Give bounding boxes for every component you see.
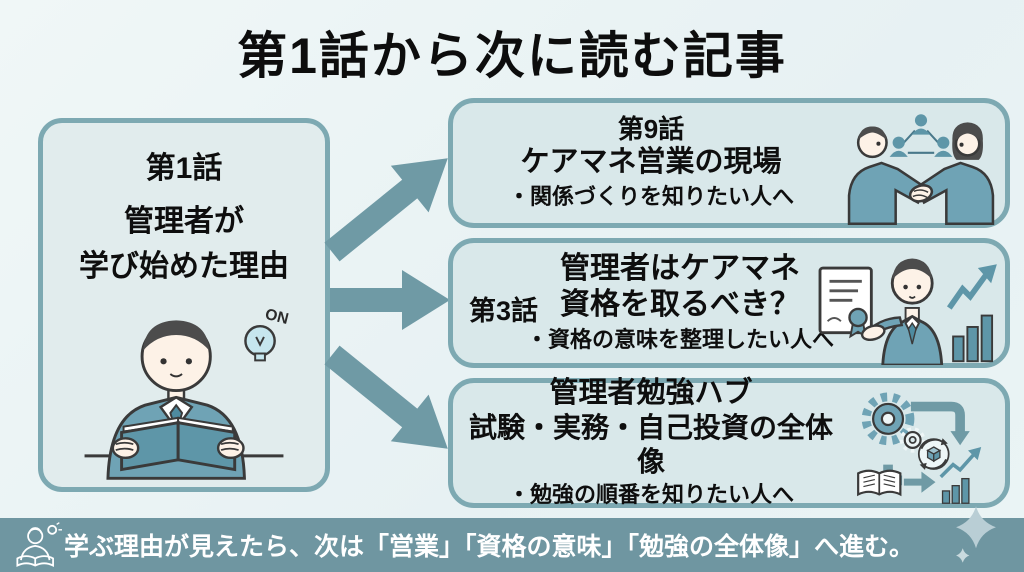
article-card-episode9: 第9話 ケアマネ営業の現場 ・関係づくりを知りたい人へ (448, 98, 1010, 228)
footer-message: 学ぶ理由が見えたら、次は「営業」「資格の意味」「勉強の全体像」へ進む。 (64, 533, 915, 561)
article1-episode-label: 第9話 (617, 114, 685, 145)
cycle-cube-icon (917, 438, 950, 470)
handshake-illustration (847, 114, 995, 225)
article2-title-line2: 資格を取るべき？ (560, 288, 800, 322)
source-title-line2: 学び始めた理由 (79, 250, 289, 283)
article3-title-line1: 管理者勉強ハブ (549, 377, 753, 410)
mini-growth-chart-icon (939, 447, 982, 504)
article1-title: ケアマネ営業の現場 (520, 146, 782, 179)
sparkle-icon (956, 506, 996, 563)
branch-arrows (324, 158, 450, 449)
network-people-icon (889, 114, 953, 157)
source-episode-label: 第1話 (145, 152, 223, 185)
source-title-line1: 管理者が (124, 205, 244, 238)
svg-text:ON: ON (263, 306, 290, 328)
article2-episode-label: 第3話 (469, 296, 539, 326)
lightbulb-on-icon: ON (244, 306, 290, 362)
article-card-episode3: 第3話 管理者はケアマネ 資格を取るべき？ ・資格の意味を整理したい人へ (448, 238, 1010, 368)
study-flow-illustration (857, 392, 982, 504)
certificate-icon (818, 266, 873, 339)
arrow-to-article-3 (324, 345, 448, 449)
reading-person-illustration: ON (84, 306, 290, 480)
article2-audience: ・資格の意味を整理したい人へ (525, 327, 834, 353)
growth-chart-icon (946, 264, 997, 363)
open-book-icon (857, 469, 902, 497)
article3-title-line2: 試験・実務・自己投資の全体像 (468, 412, 833, 477)
footer-banner: 学ぶ理由が見えたら、次は「営業」「資格の意味」「勉強の全体像」へ進む。 (0, 518, 1024, 572)
source-article-card: 第1話 管理者が 学び始めた理由 ON (38, 118, 330, 492)
article1-audience: ・関係づくりを知りたい人へ (507, 184, 794, 210)
flow-arrow-icon (903, 471, 936, 493)
certificate-presenter-illustration (818, 258, 997, 365)
footer-reading-person-icon (16, 522, 62, 567)
article2-title-line1: 管理者はケアマネ (560, 252, 800, 286)
article3-audience: ・勉強の順番を知りたい人へ (507, 482, 794, 508)
arrow-to-article-1 (324, 158, 448, 262)
article-card-study-hub: 管理者勉強ハブ 試験・実務・自己投資の全体像 ・勉強の順番を知りたい人へ (448, 377, 1010, 508)
page-title: 第1話から次に読む記事 (237, 28, 787, 84)
arrow-to-article-2 (330, 270, 450, 330)
gear-icon (861, 392, 926, 453)
